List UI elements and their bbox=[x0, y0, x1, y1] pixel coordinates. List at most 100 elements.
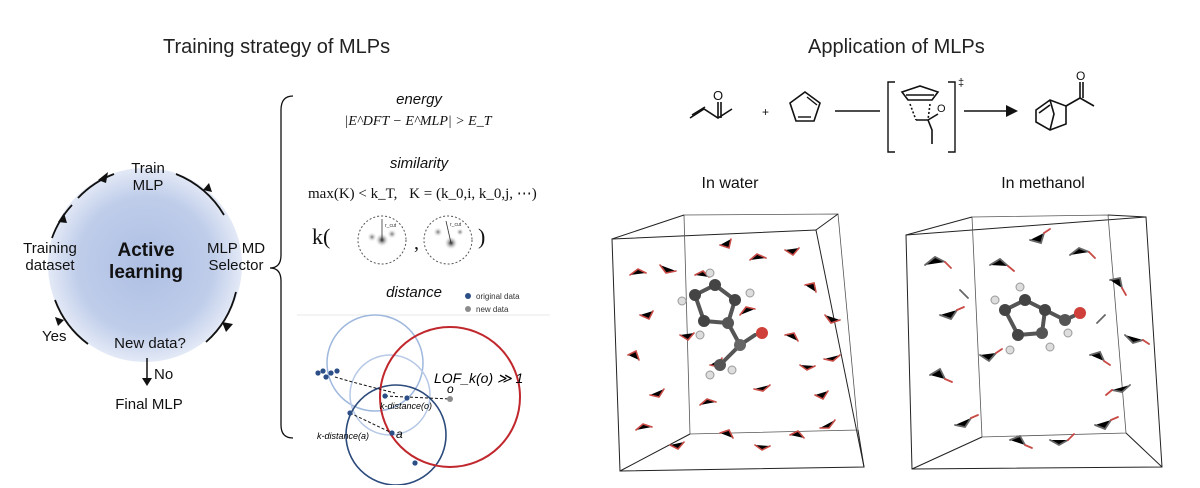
cycle-arc bbox=[77, 173, 115, 199]
data-point bbox=[328, 370, 334, 376]
dashed-link bbox=[334, 376, 396, 394]
data-point bbox=[347, 410, 353, 416]
methanol-box-edges bbox=[905, 214, 1163, 470]
cyclopentadiene bbox=[789, 91, 821, 122]
legend-new-label: new data bbox=[476, 305, 509, 314]
water-simulation-box bbox=[611, 213, 865, 472]
environment-atom bbox=[367, 232, 377, 242]
kernel-comma: , bbox=[414, 232, 419, 254]
similarity-eq-part2: K = (k_0,i, k_0,j, ⋯) bbox=[409, 186, 537, 202]
train-mlp-label: Train MLP bbox=[131, 160, 165, 194]
kdistance-a-label: k-distance(a) bbox=[317, 431, 369, 441]
environment-circle-1 bbox=[357, 215, 407, 265]
neighborhood-circle-light bbox=[326, 314, 424, 412]
kernel-environments: r_cut r_cut bbox=[357, 215, 473, 265]
new-data-point bbox=[447, 396, 453, 402]
norbornene-product bbox=[1035, 82, 1095, 131]
oxygen-label-ts: O bbox=[937, 103, 946, 115]
lof-diagram: original data new data LOF_k(o) ≫ 1 o k-… bbox=[297, 292, 550, 485]
cycle-center-line1: Active bbox=[117, 240, 175, 261]
cycle-arrowhead bbox=[55, 317, 64, 326]
lof-label: LOF_k(o) ≫ 1 bbox=[434, 370, 523, 386]
dataset-line2: dataset bbox=[25, 257, 75, 274]
dataset-line1: Training bbox=[23, 240, 77, 257]
cycle-arc bbox=[54, 299, 89, 345]
legend-new-marker bbox=[465, 306, 471, 312]
ts-double-dagger: ‡ bbox=[958, 77, 964, 89]
cycle-arc bbox=[175, 173, 225, 216]
water-molecules bbox=[627, 238, 841, 451]
data-point bbox=[334, 368, 340, 374]
ts-bracket-left bbox=[887, 81, 895, 153]
train-line1: Train bbox=[131, 160, 165, 177]
water-box-edges bbox=[611, 213, 865, 472]
solute-molecule-water bbox=[677, 268, 768, 380]
exit-arrowhead bbox=[142, 378, 152, 386]
o-label: o bbox=[447, 382, 454, 396]
distance-title: distance bbox=[386, 284, 442, 301]
right-panel-title: Application of MLPs bbox=[808, 36, 985, 58]
original-data-points bbox=[315, 368, 418, 466]
cyclopentadiene-double-bond bbox=[806, 96, 818, 106]
new-data-question: New data? bbox=[114, 335, 186, 352]
cycle-arrowhead bbox=[58, 213, 67, 223]
energy-equation: |E^DFT − E^MLP| > E_T bbox=[344, 114, 492, 129]
cycle-disc bbox=[48, 168, 242, 362]
criteria-brace bbox=[269, 95, 294, 439]
data-point bbox=[323, 374, 329, 380]
data-point bbox=[404, 395, 410, 401]
environment-circle-2 bbox=[423, 215, 473, 265]
oxygen-label-product: O bbox=[1076, 70, 1085, 83]
left-panel-title: Training strategy of MLPs bbox=[163, 36, 391, 58]
data-point bbox=[320, 368, 326, 374]
kernel-open: k( bbox=[312, 224, 331, 249]
oxygen-label-reactant: O bbox=[713, 88, 723, 103]
cycle-center-line2: learning bbox=[109, 262, 183, 283]
plus-sign: + bbox=[762, 105, 769, 119]
legend-original-marker bbox=[465, 293, 471, 299]
active-learning-cycle-graphic bbox=[48, 95, 294, 439]
data-point bbox=[382, 393, 388, 399]
methanol-label: In methanol bbox=[1001, 175, 1085, 192]
neighborhood-circle-dark bbox=[345, 384, 447, 485]
train-line2: MLP bbox=[132, 177, 164, 194]
rcut-label-2: r_cut bbox=[450, 222, 462, 228]
energy-title: energy bbox=[396, 91, 442, 108]
methanol-simulation-box bbox=[905, 214, 1163, 470]
environment-atom bbox=[433, 227, 443, 237]
methanol-molecules bbox=[924, 228, 1150, 449]
mlpmd-line1: MLP MD bbox=[206, 240, 266, 257]
a-label: a bbox=[396, 427, 403, 441]
training-dataset-label: Training dataset bbox=[23, 240, 77, 274]
kdistance-o-label: k-distance(o) bbox=[380, 401, 432, 411]
reaction-arrowhead bbox=[1006, 105, 1018, 117]
water-label: In water bbox=[701, 175, 759, 192]
final-mlp-label: Final MLP bbox=[115, 396, 183, 413]
neighborhood-circle-light-2 bbox=[349, 354, 431, 436]
cycle-arrowhead bbox=[203, 183, 212, 192]
kdistance-a-line bbox=[349, 412, 393, 434]
yes-label: Yes bbox=[42, 328, 67, 345]
data-point bbox=[389, 430, 395, 436]
cycle-arrowhead bbox=[98, 172, 108, 183]
similarity-equation: max(K) < k_T, K = (k_0,i, k_0,j, ⋯) bbox=[308, 184, 537, 203]
data-point bbox=[412, 460, 418, 466]
solute-molecule-methanol bbox=[990, 282, 1086, 355]
similarity-eq-part1: max(K) < k_T, bbox=[308, 186, 398, 202]
mlp-md-selector-label: MLP MD Selector bbox=[207, 240, 265, 274]
cycle-arc bbox=[205, 291, 237, 343]
methyl-vinyl-ketone bbox=[689, 102, 733, 119]
kdistance-o-line bbox=[384, 395, 451, 400]
lof-circle bbox=[379, 326, 521, 468]
mlpmd-line2: Selector bbox=[208, 257, 264, 274]
rcut-label-1: r_cut bbox=[385, 223, 397, 229]
rcut-line bbox=[445, 220, 452, 244]
environment-atom bbox=[387, 229, 397, 239]
transition-state-sketch bbox=[900, 85, 940, 144]
similarity-title: similarity bbox=[389, 155, 449, 172]
kernel-close: ) bbox=[478, 224, 486, 249]
cycle-center-label: Active learning bbox=[109, 240, 183, 284]
no-label: No bbox=[154, 366, 174, 383]
legend-original-label: original data bbox=[476, 292, 520, 301]
ts-bracket-right bbox=[948, 81, 956, 153]
